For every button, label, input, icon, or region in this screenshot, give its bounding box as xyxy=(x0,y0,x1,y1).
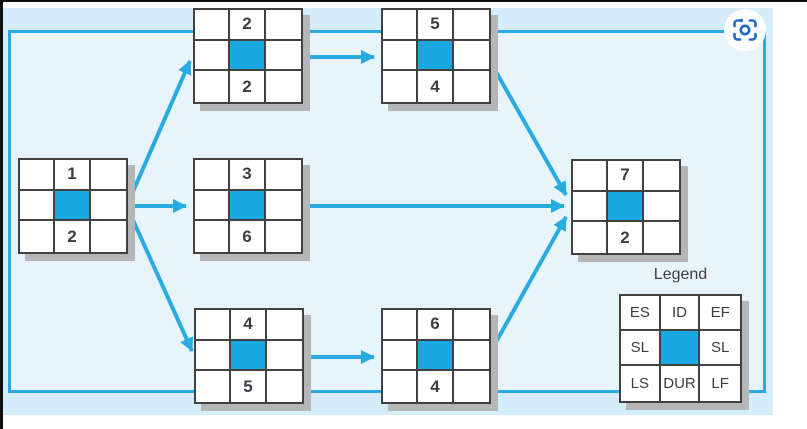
center-cell xyxy=(418,340,454,372)
sl-left-cell xyxy=(383,340,419,372)
legend-lf-cell: LF xyxy=(700,366,740,401)
center-cell xyxy=(608,191,644,223)
sl-left-cell xyxy=(195,190,231,222)
ls-cell xyxy=(383,371,419,402)
ls-cell xyxy=(196,371,232,402)
sl-right-cell xyxy=(453,40,489,72)
es-cell xyxy=(196,310,232,341)
ef-cell xyxy=(643,161,679,192)
legend-ls-cell: LS xyxy=(621,366,661,401)
lf-cell xyxy=(453,371,489,402)
id-cell: 1 xyxy=(55,160,91,191)
id-cell: 4 xyxy=(231,310,267,341)
es-cell xyxy=(383,310,419,341)
center-cell xyxy=(230,40,266,72)
page-top-border xyxy=(0,0,807,2)
dur-cell: 6 xyxy=(230,221,266,252)
sl-right-cell xyxy=(266,340,302,372)
legend-dur-cell: DUR xyxy=(660,366,701,401)
legend-sl-left-cell: SL xyxy=(621,331,661,366)
sl-right-cell xyxy=(265,40,301,72)
id-cell: 6 xyxy=(418,310,454,341)
dur-cell: 2 xyxy=(55,221,91,252)
center-cell xyxy=(55,190,91,222)
legend-center-cell xyxy=(660,331,701,366)
ef-cell xyxy=(453,310,489,341)
lf-cell xyxy=(266,371,302,402)
es-cell xyxy=(383,10,419,41)
ls-cell xyxy=(195,71,231,102)
ls-cell xyxy=(573,222,609,253)
ls-cell xyxy=(195,221,231,252)
es-cell xyxy=(195,160,231,191)
page-left-border xyxy=(0,0,3,429)
sl-right-cell xyxy=(643,191,679,223)
screen-capture-icon xyxy=(724,9,766,51)
id-cell: 5 xyxy=(418,10,454,41)
ef-cell xyxy=(265,160,301,191)
sl-right-cell xyxy=(90,190,126,222)
ef-cell xyxy=(90,160,126,191)
legend-ef-cell: EF xyxy=(700,296,740,331)
lf-cell xyxy=(453,71,489,102)
ef-cell xyxy=(453,10,489,41)
center-cell xyxy=(231,340,267,372)
dur-cell: 2 xyxy=(230,71,266,102)
sl-left-cell xyxy=(20,190,56,222)
dur-cell: 4 xyxy=(418,71,454,102)
sl-left-cell xyxy=(196,340,232,372)
legend-id-cell: ID xyxy=(660,296,701,331)
dur-cell: 5 xyxy=(231,371,267,402)
es-cell xyxy=(573,161,609,192)
ls-cell xyxy=(383,71,419,102)
lf-cell xyxy=(265,221,301,252)
es-cell xyxy=(195,10,231,41)
sl-left-cell xyxy=(383,40,419,72)
lf-cell xyxy=(265,71,301,102)
legend-sl-right-cell: SL xyxy=(700,331,740,366)
id-cell: 7 xyxy=(608,161,644,192)
sl-left-cell xyxy=(195,40,231,72)
id-cell: 2 xyxy=(230,10,266,41)
center-cell xyxy=(230,190,266,222)
sl-left-cell xyxy=(573,191,609,223)
ls-cell xyxy=(20,221,56,252)
sl-right-cell xyxy=(265,190,301,222)
lf-cell xyxy=(643,222,679,253)
id-cell: 3 xyxy=(230,160,266,191)
dur-cell: 4 xyxy=(418,371,454,402)
center-cell xyxy=(418,40,454,72)
legend-es-cell: ES xyxy=(621,296,661,331)
es-cell xyxy=(20,160,56,191)
ef-cell xyxy=(266,310,302,341)
visual-search-button[interactable] xyxy=(723,8,767,52)
legend-title: Legend xyxy=(653,266,708,283)
lf-cell xyxy=(90,221,126,252)
sl-right-cell xyxy=(453,340,489,372)
ef-cell xyxy=(265,10,301,41)
dur-cell: 2 xyxy=(608,222,644,253)
